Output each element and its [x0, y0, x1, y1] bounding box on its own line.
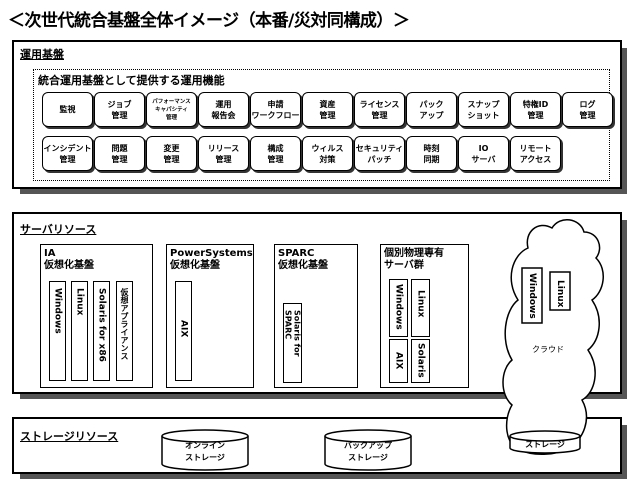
server-section-title: サーバリソース: [20, 223, 97, 236]
function-job: ジョブ 管理: [94, 92, 145, 127]
power-panel-title: PowerSystems 仮想化基盤: [170, 248, 253, 271]
power-aix-box: AIX: [175, 281, 192, 381]
function-snapshot: スナップ ショット: [458, 92, 509, 127]
cloud-linux-box: [549, 271, 571, 311]
sparc-panel-title: SPARC 仮想化基盤: [278, 248, 328, 271]
online-storage-label-2: ストレージ: [185, 453, 225, 462]
infra-section: 運用基盤 統合運用基盤として提供する運用機能 監視ジョブ 管理パフォーマンス キ…: [12, 40, 627, 194]
functions-area: 統合運用基盤として提供する運用機能 監視ジョブ 管理パフォーマンス キャパシティ…: [33, 69, 613, 181]
cloud-storage-cylinder: ストレージ: [509, 430, 581, 454]
cloud-windows-box: [521, 267, 543, 324]
phys-aix-label: AIX: [393, 352, 404, 370]
function-time-sync: 時刻 同期: [406, 136, 457, 171]
phys-aix-box: AIX: [389, 339, 408, 383]
storage-section-title: ストレージリソース: [20, 430, 119, 443]
physical-panel-title: 個別物理専有 サーバ群: [384, 248, 444, 271]
ia-appliance-box: 仮想アプライアンス: [116, 281, 133, 381]
phys-solaris-box: Solaris: [411, 339, 430, 383]
function-io-server: IO サーバ: [458, 136, 509, 171]
function-problem: 問題 管理: [94, 136, 145, 171]
cloud-shape: [502, 219, 604, 455]
phys-solaris-label: Solaris: [415, 343, 426, 378]
page-title: ＜次世代統合基盤全体イメージ（本番/災対同構成）＞: [8, 11, 410, 31]
function-license: ライセンス 管理: [354, 92, 405, 127]
function-request-workflow: 申請 ワークフロー: [250, 92, 301, 127]
phys-linux-box: Linux: [411, 279, 430, 337]
function-incident: インシデント 管理: [42, 136, 93, 171]
function-log: ログ 管理: [562, 92, 613, 127]
function-security-patch: セキュリティ パッチ: [354, 136, 405, 171]
function-asset: 資産 管理: [302, 92, 353, 127]
phys-linux-label: Linux: [415, 290, 426, 318]
infra-section-title: 運用基盤: [20, 48, 64, 61]
function-privileged-id: 特権ID 管理: [510, 92, 561, 127]
backup-storage-label-1: バックアップ: [344, 440, 393, 450]
function-monitoring: 監視: [42, 92, 93, 127]
ia-solaris-box: Solaris for x86: [93, 281, 110, 381]
function-release: リリース 管理: [198, 136, 249, 171]
sparc-solaris-box: Solaris for SPARC: [283, 303, 302, 383]
ia-windows-box: Windows: [49, 281, 66, 381]
sparc-panel: SPARC 仮想化基盤 Solaris for SPARC: [274, 244, 358, 388]
phys-windows-label: Windows: [393, 284, 404, 330]
sparc-solaris-label: Solaris for SPARC: [283, 310, 302, 357]
cloud-linux-label: Linux: [555, 280, 565, 308]
ia-linux-label: Linux: [74, 288, 85, 316]
functions-area-title: 統合運用基盤として提供する運用機能: [38, 74, 225, 87]
ia-linux-box: Linux: [71, 281, 88, 381]
ia-panel-title: IA 仮想化基盤: [44, 248, 94, 271]
physical-panel: 個別物理専有 サーバ群 Windows Linux AIX Solaris: [380, 244, 469, 388]
cloud-storage-label: ストレージ: [525, 440, 565, 449]
function-performance: パフォーマンス キャパシティ 管理: [146, 92, 197, 127]
phys-windows-box: Windows: [389, 279, 408, 337]
cloud-windows-label: Windows: [527, 273, 537, 319]
function-change: 変更 管理: [146, 136, 197, 171]
power-aix-label: AIX: [178, 320, 189, 338]
function-ops-report: 運用 報告会: [198, 92, 249, 127]
backup-storage-label-2: ストレージ: [348, 453, 388, 462]
backup-storage-cylinder: バックアップ ストレージ: [324, 429, 412, 471]
cloud-label: クラウド: [532, 345, 564, 354]
ia-windows-label: Windows: [52, 288, 63, 334]
function-configuration: 構成 管理: [250, 136, 301, 171]
ia-appliance-label: 仮想アプライアンス: [120, 288, 129, 360]
ia-panel: IA 仮想化基盤 Windows Linux Solaris for x86 仮…: [40, 244, 153, 388]
function-remote-access: リモート アクセス: [510, 136, 561, 171]
function-antivirus: ウィルス 対策: [302, 136, 353, 171]
function-backup: パック アップ: [406, 92, 457, 127]
power-panel: PowerSystems 仮想化基盤 AIX: [166, 244, 254, 388]
online-storage-label-1: オンライン: [185, 441, 225, 450]
ia-solaris-label: Solaris for x86: [96, 288, 107, 362]
online-storage-cylinder: オンライン ストレージ: [161, 429, 249, 471]
